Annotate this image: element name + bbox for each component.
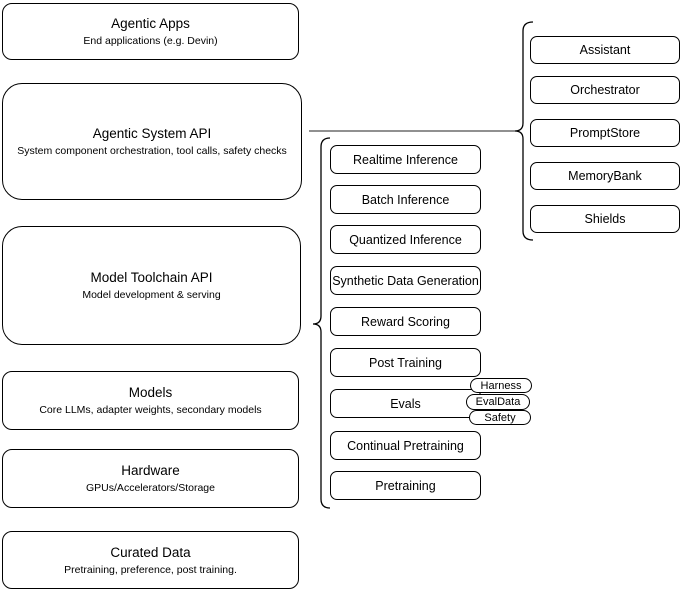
node-title: Models (128, 385, 173, 400)
node-subtitle: Model development & serving (82, 289, 221, 301)
middle-curly-brace (312, 137, 331, 509)
node-model-toolchain-api: Model Toolchain API Model development & … (2, 226, 301, 345)
node-reward-scoring: Reward Scoring (330, 307, 481, 336)
node-promptstore: PromptStore (530, 119, 680, 147)
node-title: Agentic Apps (111, 16, 190, 31)
node-subtitle: Pretraining, preference, post training. (64, 563, 237, 576)
node-hardware: Hardware GPUs/Accelerators/Storage (2, 449, 299, 508)
node-title: Hardware (121, 463, 180, 478)
badge-safety: Safety (469, 410, 531, 425)
node-orchestrator: Orchestrator (530, 76, 680, 104)
node-pretraining: Pretraining (330, 471, 481, 500)
node-subtitle: End applications (e.g. Devin) (83, 35, 218, 47)
node-title: Curated Data (110, 544, 191, 560)
node-subtitle: Core LLMs, adapter weights, secondary mo… (39, 404, 262, 416)
node-batch-inference: Batch Inference (330, 185, 481, 214)
node-continual-pretraining: Continual Pretraining (330, 431, 481, 460)
node-assistant: Assistant (530, 36, 680, 64)
node-memorybank: MemoryBank (530, 162, 680, 190)
node-realtime-inference: Realtime Inference (330, 145, 481, 174)
node-title: Model Toolchain API (90, 270, 213, 285)
node-models: Models Core LLMs, adapter weights, secon… (2, 371, 299, 430)
node-agentic-system-api: Agentic System API System component orch… (2, 83, 302, 200)
node-agentic-apps: Agentic Apps End applications (e.g. Devi… (2, 3, 299, 60)
badge-harness: Harness (470, 378, 532, 393)
badge-evaldata: EvalData (466, 394, 530, 410)
node-quantized-inference: Quantized Inference (330, 225, 481, 254)
node-subtitle: GPUs/Accelerators/Storage (86, 482, 215, 494)
node-shields: Shields (530, 205, 680, 233)
node-curated-data: Curated Data Pretraining, preference, po… (2, 531, 299, 589)
node-post-training: Post Training (330, 348, 481, 377)
node-evals: Evals (330, 389, 481, 418)
node-title: Agentic System API (92, 126, 212, 141)
node-subtitle: System component orchestration, tool cal… (17, 145, 287, 157)
node-synthetic-data-generation: Synthetic Data Generation (330, 266, 481, 295)
